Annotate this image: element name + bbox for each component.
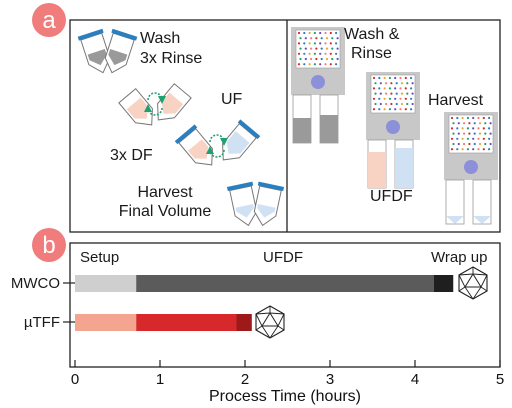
row-label-utff: µTFF (24, 314, 60, 331)
bar-mwco-wrapup (433, 275, 454, 292)
label-harvest-right: Harvest (428, 92, 484, 109)
x-tick-label-1: 1 (156, 371, 164, 388)
panel-b-badge: b (32, 228, 66, 262)
badge-circle-b (32, 228, 66, 262)
label-ufdf-step: UFDF (370, 188, 413, 205)
bar-mwco-ufdf (136, 275, 434, 292)
label-uf: UF (221, 91, 243, 108)
x-tick-label-5: 5 (496, 371, 504, 388)
phase-label-wrapup: Wrap up (431, 249, 487, 266)
label-harvest: Harvest (137, 184, 193, 201)
particle-pattern (297, 31, 339, 66)
df-tubes (174, 119, 261, 166)
virus-icon-utff (255, 305, 285, 339)
recirculation-icon (144, 92, 166, 116)
harvest-tubes (226, 181, 285, 227)
row-label-mwco: MWCO (11, 275, 60, 292)
wash-tubes (77, 28, 138, 74)
virus-icon-mwco (458, 266, 488, 300)
bar-utff-wrapup (236, 314, 252, 331)
x-tick-label-3: 3 (326, 371, 334, 388)
label-rinse: Rinse (351, 45, 392, 62)
uf-tubes (118, 83, 192, 126)
badge-letter-b: b (42, 232, 55, 259)
label-3x-df: 3x DF (110, 147, 153, 164)
badge-circle (32, 3, 66, 37)
cartridge-harvest (444, 112, 498, 225)
recirculation-icon-2 (206, 134, 228, 158)
label-final-volume: Final Volume (119, 203, 212, 220)
bar-utff-setup (75, 314, 137, 331)
phase-label-ufdf: UFDF (263, 249, 303, 266)
panel-a-badge: a (32, 3, 66, 37)
utff-steps: Wash & Rinse UFDF Harvest (291, 26, 498, 225)
x-axis-label: Process Time (hours) (209, 388, 361, 405)
phase-label-setup: Setup (80, 249, 119, 266)
x-axis: 0 1 2 3 4 5 (71, 360, 504, 388)
bar-mwco-setup (75, 275, 137, 292)
mwco-steps: Wash 3x Rinse UF 3x DF Harvest Final Vol… (77, 28, 285, 227)
panel-a: a (32, 3, 501, 233)
cartridge-wash (291, 27, 345, 144)
label-3x-rinse: 3x Rinse (140, 50, 202, 67)
label-wash-and: Wash & (344, 26, 400, 43)
panel-b: b Setup UFDF Wrap up MWCO µTFF 0 1 2 3 4 5 Pr… (11, 228, 504, 405)
x-tick-label-2: 2 (241, 371, 249, 388)
plot-frame (69, 242, 501, 368)
gantt-bars (75, 275, 454, 331)
panel-a-frame (69, 19, 501, 233)
x-tick-label-4: 4 (411, 371, 419, 388)
badge-letter-a: a (42, 7, 56, 34)
bar-utff-ufdf (136, 314, 237, 331)
label-wash: Wash (140, 30, 180, 47)
cartridge-ufdf (366, 72, 420, 189)
x-tick-label-0: 0 (71, 371, 79, 388)
